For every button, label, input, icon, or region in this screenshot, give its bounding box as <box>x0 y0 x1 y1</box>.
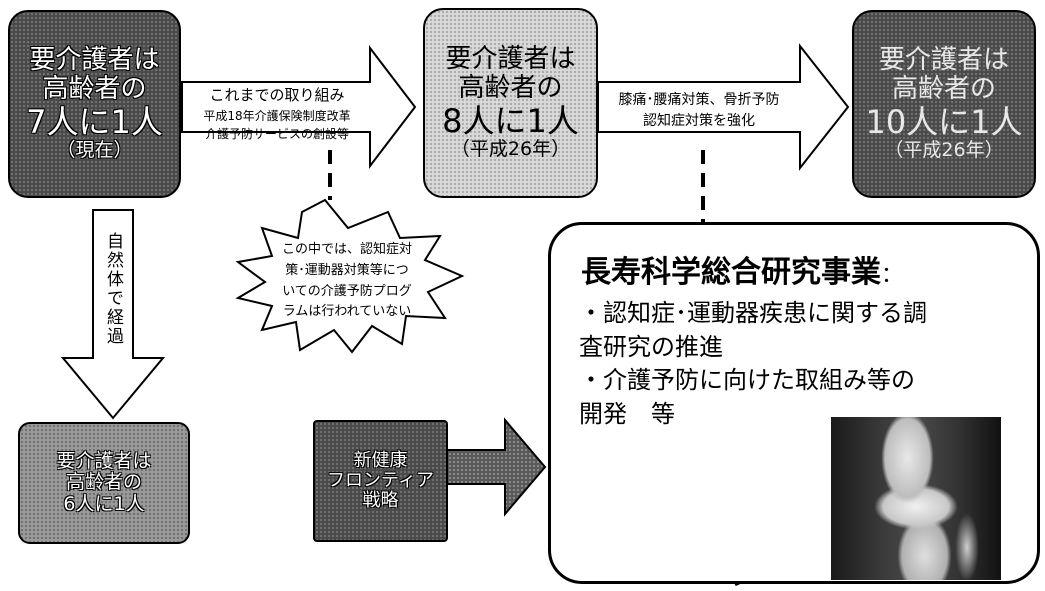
project-title: 長寿科学総合研究事業 <box>581 255 881 290</box>
box-caption: （現在） <box>56 139 133 162</box>
box-ratio: 7人に1人 <box>26 102 163 141</box>
project-item-line: 開発 等 <box>579 399 675 428</box>
arrow-label-2: 膝痛･腰痛対策、骨折予防 認知症対策を強化 <box>600 90 798 132</box>
arrow-label-line: これまでの取り組み <box>209 86 345 104</box>
arrow-label-line: 膝痛･腰痛対策、骨折予防 <box>618 92 780 108</box>
arrow-label-line: 介護予防サービスの創設等 <box>204 126 349 141</box>
project-item-line: ・認知症･運動器疾患に関する調 <box>579 299 927 327</box>
box-line: 高齢者の <box>65 471 142 494</box>
box-current-ratio: 要介護者は 高齢者の 7人に1人 （現在） <box>8 10 181 198</box>
burst-text: この中では、認知症対 策･運動器対策等につ いての介護予防プログ ラムは行われて… <box>262 240 432 323</box>
box-ratio: 8人に1人 <box>442 101 579 140</box>
burst-callout <box>235 198 465 354</box>
box-caption: （平成26年） <box>450 138 571 161</box>
knee-xray-image <box>831 417 1001 580</box>
box-h26-ratio-10: 要介護者は 高齢者の 10人に1人 （平成26年） <box>852 10 1036 198</box>
burst-line: ラムは行われていない <box>282 304 412 320</box>
box-ratio: 10人に1人 <box>865 102 1023 141</box>
box-line: 新健康 <box>353 449 408 471</box>
box-line: 要介護者は <box>29 45 160 76</box>
box-frontier-strategy: 新健康 フロンティア 戦略 <box>313 420 448 542</box>
arrow-label-line: 平成18年介護保険制度改革 <box>203 108 351 123</box>
project-title-row: 長寿科学総合研究事業： <box>581 247 903 291</box>
project-item-line: 査研究の推進 <box>579 332 723 361</box>
burst-line: いての介護予防プログ <box>282 283 412 299</box>
burst-line: 策･運動器対策等につ <box>285 262 409 278</box>
box-caption: （平成26年） <box>884 139 1004 162</box>
project-items: ・認知症･運動器疾患に関する調 査研究の推進 ・介護予防に向けた取組み等の 開発… <box>579 297 927 431</box>
arrow-right-1 <box>181 45 417 169</box>
arrow-frontier <box>444 417 547 517</box>
box-ratio: 6人に1人 <box>63 492 145 515</box>
box-natural-course-ratio: 要介護者は 高齢者の 6人に1人 <box>18 422 190 544</box>
project-title-colon: ： <box>881 263 904 288</box>
box-h26-ratio-8: 要介護者は 高齢者の 8人に1人 （平成26年） <box>423 8 598 198</box>
arrow-label-line: 認知症対策を強化 <box>643 113 755 129</box>
box-line: 要介護者は <box>56 450 152 473</box>
arrow-label-1: これまでの取り組み 平成18年介護保険制度改革 介護予防サービスの創設等 <box>188 84 366 143</box>
box-line: 高齢者の <box>42 74 147 105</box>
box-line: 戦略 <box>362 490 399 512</box>
arrow-down <box>60 209 166 420</box>
arrow-down-label: 自然体で経過 <box>103 232 123 346</box>
box-line: フロンティア <box>327 469 434 491</box>
project-item-line: ・介護予防に向けた取組み等の <box>579 366 915 395</box>
research-project-panel: 長寿科学総合研究事業： ・認知症･運動器疾患に関する調 査研究の推進 ・介護予防… <box>548 222 1040 584</box>
box-line: 高齢者の <box>891 74 996 105</box>
box-line: 高齢者の <box>458 73 563 104</box>
arrow-right-2 <box>597 43 850 171</box>
burst-line: この中では、認知症対 <box>281 242 412 257</box>
box-line: 要介護者は <box>878 45 1009 76</box>
box-line: 要介護者は <box>445 44 576 75</box>
